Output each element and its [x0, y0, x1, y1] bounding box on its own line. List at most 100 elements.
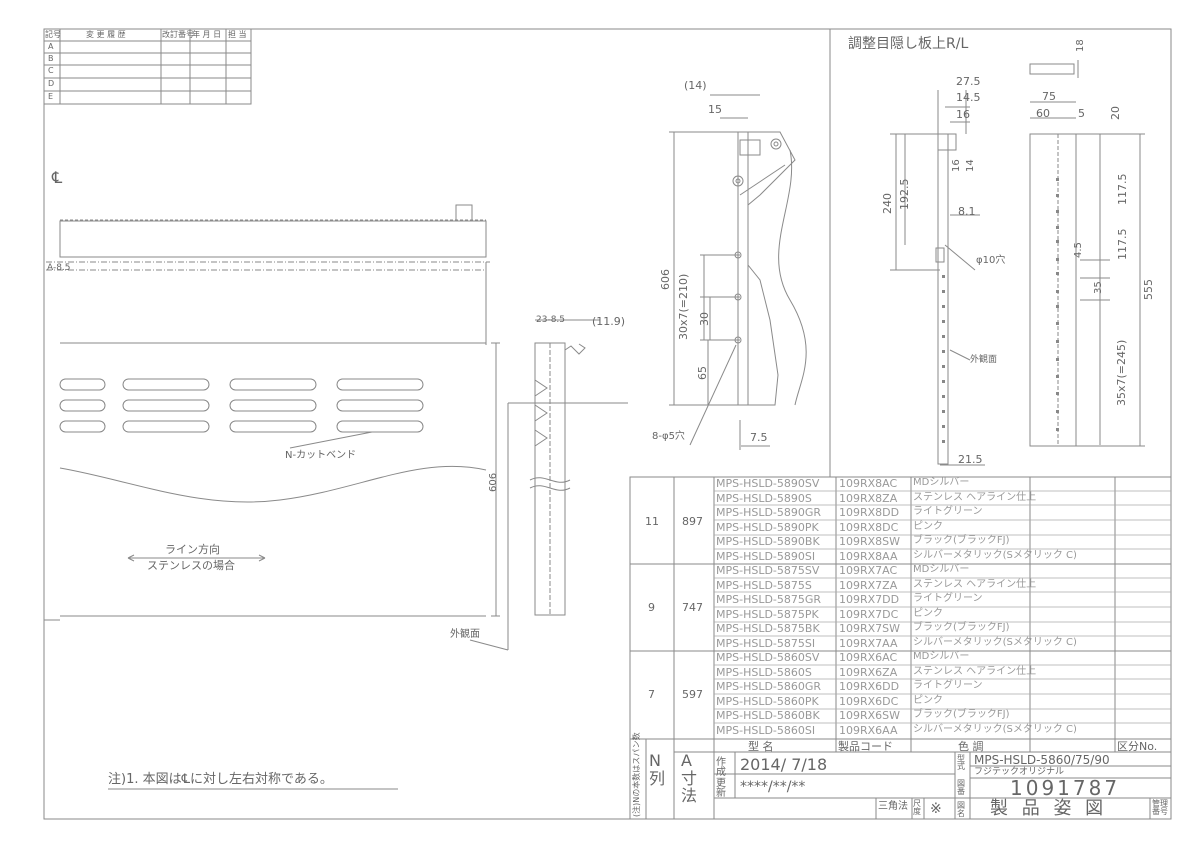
product-model-cell: MPS-HSLD-5875BK — [716, 622, 820, 635]
adjust-dim-1925: 192.5 — [898, 178, 911, 211]
product-code-cell: 109RX8SW — [839, 535, 901, 548]
symmetry-note: 注)1. 本図は℄に対し左右対称である。 — [108, 772, 333, 787]
control-number-label: 管理番号 — [1152, 799, 1168, 816]
product-code-cell: 109RX8AA — [839, 549, 898, 563]
adjust-dim-45: 4.5 — [1073, 242, 1084, 258]
center-line-mark: ℄ — [52, 168, 63, 187]
product-code-cell: 109RX7SW — [839, 622, 901, 635]
created-date: 2014/ 7/18 — [740, 755, 828, 774]
adjust-dim-35: 35 — [1093, 281, 1104, 294]
rev-mark-e: E — [48, 92, 54, 101]
product-model-cell: MPS-HSLD-5875GR — [716, 593, 822, 606]
product-model-cell: MPS-HSLD-5875SI — [716, 636, 816, 650]
product-model-cell: MPS-HSLD-5860PK — [716, 694, 819, 708]
section-dim-119: (11.9) — [592, 315, 626, 328]
product-model-cell: MPS-HSLD-5860GR — [716, 680, 822, 693]
product-model-cell: MPS-HSLD-5875S — [716, 578, 812, 592]
product-color-cell: ブラック(ブラックFJ) — [913, 622, 1010, 633]
product-code-cell: 109RX6AA — [839, 723, 898, 737]
group-2-a: 747 — [682, 601, 703, 614]
updated-label: 更新 — [716, 778, 726, 799]
product-color-cell: ライトグリーン — [913, 680, 983, 691]
bracket-dim-65: 65 — [696, 366, 709, 380]
dim-a-label: A-8.5 — [47, 263, 71, 273]
header-model: 型 名 — [748, 740, 774, 753]
adjust-dim-555: 555 — [1142, 279, 1155, 300]
product-color-cell: ブラック(ブラックFJ) — [913, 535, 1010, 546]
product-model-cell: MPS-HSLD-5860SI — [716, 723, 816, 737]
direction-note-1: ライン方向 — [165, 543, 220, 556]
origin-label: フジテックオリジナル — [974, 767, 1065, 777]
group-1-n: 11 — [645, 515, 659, 528]
product-model-cell: MPS-HSLD-5875SV — [716, 564, 820, 577]
product-code-cell: 109RX8AC — [839, 477, 898, 490]
adjust-dim-275: 27.5 — [956, 75, 981, 88]
n-row-label: N列 — [649, 751, 666, 788]
adjust-dim-16b: 16 — [951, 159, 962, 172]
bracket-dim-15: 15 — [708, 103, 722, 116]
side-height-dim: 606 — [488, 472, 499, 492]
adjust-hole-label: φ10穴 — [976, 255, 1006, 266]
group-1-a: 897 — [682, 515, 703, 528]
adjust-dim-20: 20 — [1109, 106, 1122, 120]
bracket-dim-75: 7.5 — [750, 431, 768, 444]
product-color-cell: ブラック(ブラックFJ) — [913, 709, 1010, 720]
adjust-dim-1175a: 117.5 — [1116, 173, 1129, 206]
product-color-cell: MDシルバー — [913, 477, 970, 488]
product-code-cell: 109RX6DC — [839, 694, 899, 708]
model-value: MPS-HSLD-5860/75/90 — [974, 753, 1110, 767]
span-note: (注)Nの本数はスパン数 — [632, 732, 641, 817]
rev-header-rev: 改訂番号 — [162, 30, 194, 39]
drawing-name: 製 品 姿 図 — [990, 798, 1108, 819]
product-color-cell: シルバーメタリック(Sメタリック C) — [913, 549, 1077, 561]
product-code-cell: 109RX7DD — [839, 593, 900, 606]
product-code-cell: 109RX7ZA — [839, 578, 898, 592]
product-code-cell: 109RX7AC — [839, 564, 898, 577]
drawing-name-label: 図名 — [957, 801, 965, 818]
product-color-cell: ステンレス ヘアライン仕上 — [913, 578, 1037, 590]
header-color: 色 調 — [958, 740, 984, 753]
product-model-cell: MPS-HSLD-5860SV — [716, 651, 820, 664]
updated-date: ****/**/** — [740, 779, 806, 795]
rev-mark-a: A — [48, 42, 54, 51]
product-color-cell: ステンレス ヘアライン仕上 — [913, 491, 1037, 503]
bracket-dim-30: 30 — [698, 312, 711, 326]
product-color-cell: ステンレス ヘアライン仕上 — [913, 665, 1037, 677]
rev-header-history: 変 更 履 歴 — [86, 30, 126, 39]
projection-label: 三角法 — [878, 801, 908, 812]
drawing-no-label: 図番 — [957, 779, 965, 796]
product-color-cell: MDシルバー — [913, 564, 970, 575]
cut-bend-label: N-カットベンド — [285, 450, 357, 461]
product-model-cell: MPS-HSLD-5890S — [716, 491, 812, 505]
model-label: 型式 — [957, 754, 965, 771]
adjust-dim-81: 8.1 — [958, 205, 976, 218]
bracket-dim-14: (14) — [684, 79, 707, 92]
adjust-dim-215: 21.5 — [958, 453, 983, 466]
product-code-cell: 109RX6DD — [839, 680, 900, 693]
product-model-cell: MPS-HSLD-5860BK — [716, 709, 820, 722]
rev-mark-b: B — [48, 54, 54, 63]
product-color-cell: ピンク — [913, 520, 943, 532]
adjust-dim-1175b: 117.5 — [1116, 228, 1129, 261]
product-model-cell: MPS-HSLD-5890PK — [716, 520, 819, 534]
product-color-cell: ライトグリーン — [913, 593, 983, 604]
adjust-dim-16: 16 — [956, 108, 970, 121]
section-dim-23: 23-8.5 — [536, 315, 566, 325]
rev-header-date: 年 月 日 — [192, 30, 222, 39]
product-color-cell: MDシルバー — [913, 651, 970, 662]
adjust-dim-14: 14 — [965, 159, 976, 172]
adjust-pitch-dim: 35x7(=245) — [1115, 339, 1128, 406]
product-model-cell: MPS-HSLD-5890BK — [716, 535, 820, 548]
bracket-height-dim: 606 — [659, 269, 672, 290]
header-class: 区分No. — [1117, 740, 1158, 753]
product-code-cell: 109RX8DC — [839, 520, 899, 534]
adjust-dim-18: 18 — [1075, 39, 1086, 52]
product-color-cell: ピンク — [913, 694, 943, 706]
adjust-dim-145: 14.5 — [956, 91, 981, 104]
product-code-cell: 109RX6AC — [839, 651, 898, 664]
product-model-cell: MPS-HSLD-5890SI — [716, 549, 816, 563]
product-color-cell: ピンク — [913, 607, 943, 619]
a-dimension-label: A寸法 — [681, 751, 698, 806]
rev-header-mark: 記号 — [45, 30, 61, 39]
